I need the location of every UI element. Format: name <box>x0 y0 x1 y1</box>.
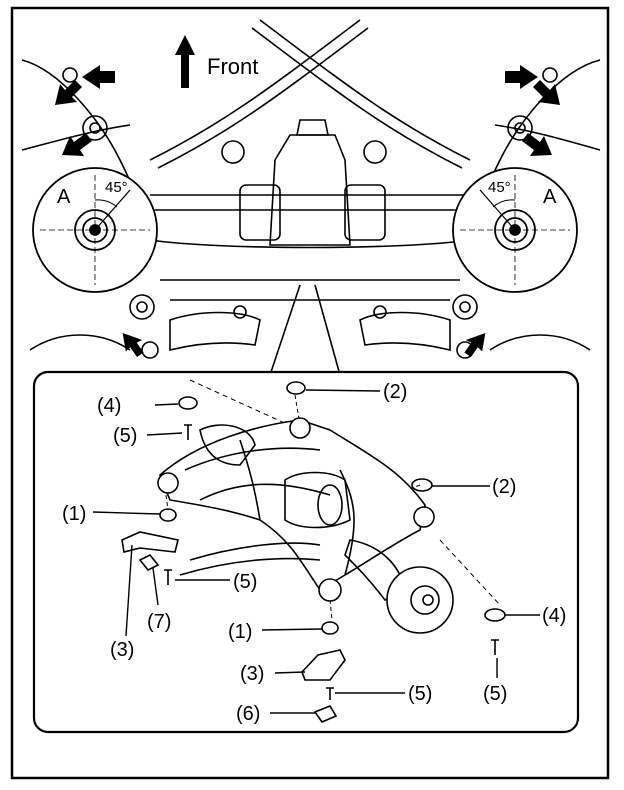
part-7 <box>138 553 160 572</box>
label-6: (6) <box>236 703 260 725</box>
front-arrow-icon <box>175 35 195 88</box>
label-7: (7) <box>147 611 171 633</box>
label-5-left-top: (5) <box>113 425 137 447</box>
bolt-part-5-left-top <box>184 424 192 440</box>
right-bushing-detail <box>452 167 578 293</box>
bushing-part-4-left <box>178 396 198 410</box>
label-4-right: (4) <box>542 605 566 627</box>
bolt-part-5-right <box>491 639 499 655</box>
bushing-part-1-left <box>159 508 177 522</box>
bushing-part-1-center <box>321 621 339 635</box>
right-angle-label: 45° <box>488 179 511 196</box>
label-5-center: (5) <box>408 683 432 705</box>
label-3-center: (3) <box>240 663 264 685</box>
outer-border <box>10 6 610 780</box>
bolt-part-5-left-mid <box>164 569 172 585</box>
left-angle-label: 45° <box>105 179 128 196</box>
label-3-left: (3) <box>110 639 134 661</box>
callout-labels: (4) (5) (2) (2) (1) (5) (7) (3) (1) (4) … <box>62 381 566 725</box>
subframe-exploded-view <box>121 379 506 723</box>
label-1-center: (1) <box>228 621 252 643</box>
label-1-left: (1) <box>62 503 86 525</box>
mount-points <box>62 67 558 320</box>
part-6 <box>313 705 338 723</box>
label-2-top: (2) <box>383 381 407 403</box>
label-5-right: (5) <box>483 683 507 705</box>
pointer-arrows <box>55 65 560 358</box>
label-4-left: (4) <box>97 395 121 417</box>
callout-leaders <box>92 389 540 714</box>
left-bushing-detail <box>32 167 158 293</box>
right-view-a-label: A <box>543 186 557 208</box>
bushing-part-2-top <box>286 381 306 395</box>
overview-illustration <box>21 19 601 376</box>
bolt-part-5-center <box>326 687 334 700</box>
front-label: Front <box>207 54 258 79</box>
label-5-left-mid: (5) <box>233 571 257 593</box>
left-view-a-label: A <box>57 186 71 208</box>
bracket-part-3-center <box>301 649 346 681</box>
label-2-right: (2) <box>492 476 516 498</box>
bracket-part-3-left <box>121 531 179 553</box>
bushing-part-2-right <box>411 478 433 492</box>
